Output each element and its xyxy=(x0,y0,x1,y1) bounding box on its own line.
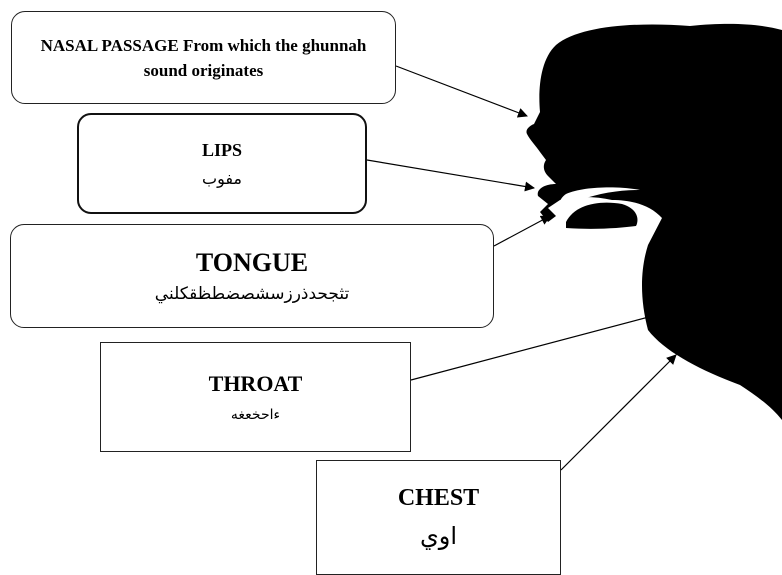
head-neck-silhouette xyxy=(526,24,782,420)
throat-letters: ءاحخعغه xyxy=(231,407,280,423)
arrow-lips xyxy=(367,160,534,188)
lips-letters: مفوب xyxy=(202,169,242,188)
label-throat: THROAT ءاحخعغه xyxy=(100,342,411,452)
tongue-letters: تثجحدذرزسشصضطظقكلني xyxy=(155,284,349,304)
label-tongue: TONGUE تثجحدذرزسشصضطظقكلني xyxy=(10,224,494,328)
tongue-shape xyxy=(566,203,637,229)
nasal-passage-title: NASAL PASSAGE From which the ghunnah sou… xyxy=(34,33,374,83)
label-chest: CHEST اوي xyxy=(316,460,561,575)
arrow-nasal xyxy=(396,66,527,116)
throat-title: THROAT xyxy=(209,371,303,397)
label-nasal-passage: NASAL PASSAGE From which the ghunnah sou… xyxy=(11,11,396,104)
lips-title: LIPS xyxy=(202,140,242,161)
arrow-tongue xyxy=(494,216,550,246)
tongue-title: TONGUE xyxy=(196,248,308,278)
label-lips: LIPS مفوب xyxy=(77,113,367,214)
chest-title: CHEST xyxy=(398,485,479,512)
chest-letters: اوي xyxy=(420,522,457,550)
